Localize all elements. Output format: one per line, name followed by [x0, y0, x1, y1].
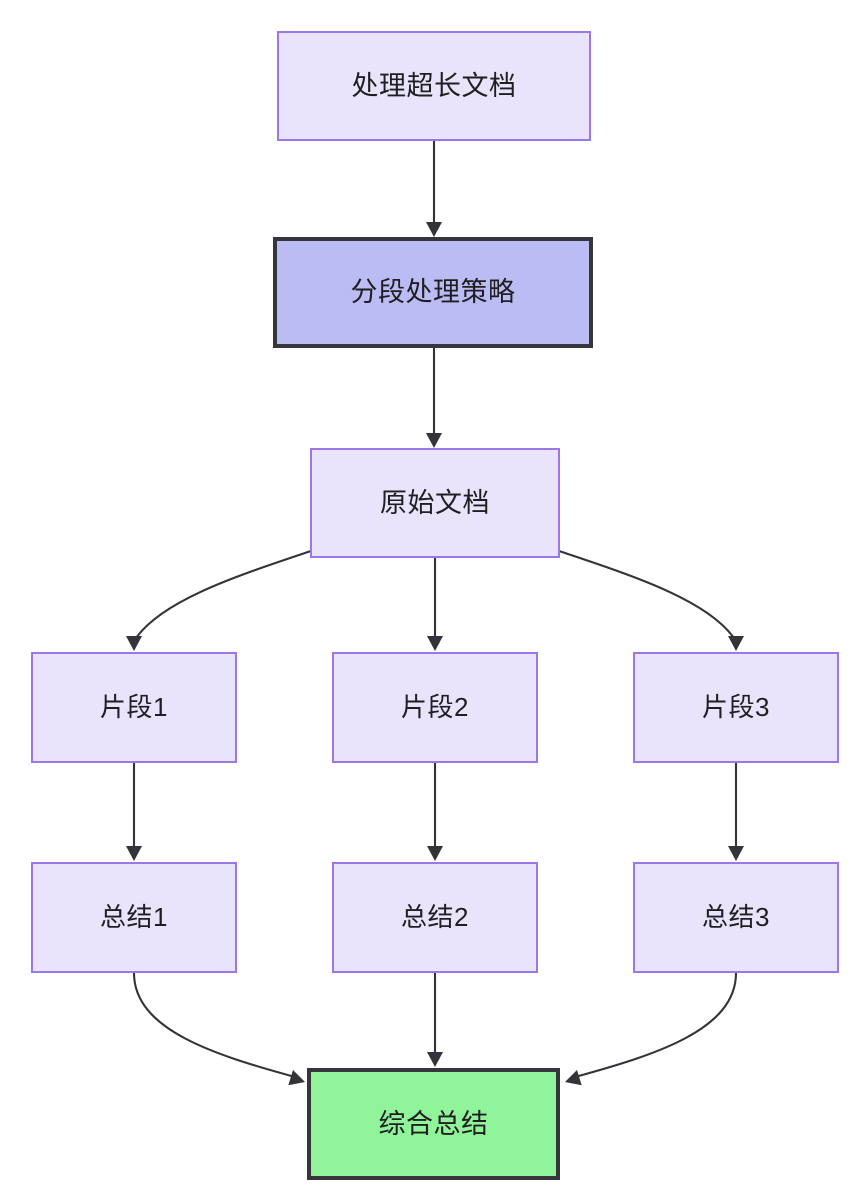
arrowhead: [426, 222, 442, 237]
flow-node-label: 总结1: [100, 901, 168, 932]
flow-node-n10[interactable]: 综合总结: [307, 1068, 560, 1180]
flow-node-n7[interactable]: 总结1: [31, 862, 237, 973]
edge-n9-to-n10: [574, 972, 738, 1079]
flow-node-label: 片段1: [100, 691, 168, 722]
edge-n7-to-n10: [132, 972, 296, 1079]
flow-node-n5[interactable]: 片段2: [332, 652, 538, 763]
flow-node-label: 综合总结: [378, 1108, 489, 1139]
flow-node-n3[interactable]: 原始文档: [310, 448, 560, 558]
edge-n3-to-n4: [133, 550, 312, 642]
arrowhead: [288, 1069, 305, 1086]
arrowhead: [427, 1052, 443, 1067]
flow-node-label: 总结3: [702, 901, 770, 932]
flow-node-label: 片段2: [401, 691, 469, 722]
arrowhead: [426, 433, 442, 448]
flow-node-label: 原始文档: [380, 487, 490, 518]
arrowhead: [427, 636, 443, 651]
arrowhead: [728, 846, 744, 861]
flow-node-n2[interactable]: 分段处理策略: [273, 237, 593, 348]
arrowhead: [126, 846, 142, 861]
arrowhead: [126, 636, 142, 651]
flow-node-label: 片段3: [702, 691, 770, 722]
flow-node-n6[interactable]: 片段3: [633, 652, 839, 763]
flow-node-label: 总结2: [401, 901, 469, 932]
arrowhead: [565, 1069, 582, 1086]
flow-node-n4[interactable]: 片段1: [31, 652, 237, 763]
arrowhead: [728, 636, 744, 651]
flow-node-label: 处理超长文档: [351, 70, 517, 101]
edge-n3-to-n6: [558, 550, 737, 642]
arrowhead: [427, 846, 443, 861]
flow-node-n8[interactable]: 总结2: [332, 862, 538, 973]
flow-node-label: 分段处理策略: [350, 277, 516, 308]
flow-node-n1[interactable]: 处理超长文档: [277, 31, 591, 141]
flow-node-n9[interactable]: 总结3: [633, 862, 839, 973]
